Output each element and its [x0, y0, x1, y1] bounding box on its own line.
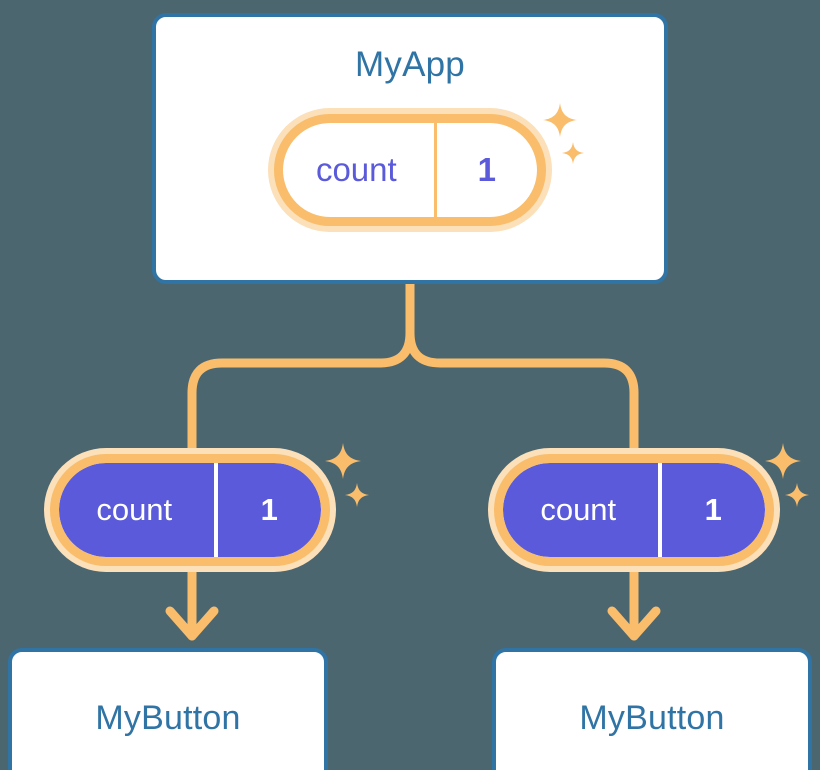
state-key-label: count — [59, 463, 218, 557]
sparkle-icon — [785, 483, 809, 507]
sparkle-icon — [325, 443, 361, 479]
state-pill-ring: count 1 — [50, 454, 330, 566]
state-pill-child-left[interactable]: count 1 — [44, 448, 336, 572]
state-key-label: count — [503, 463, 662, 557]
state-pill-body: count 1 — [503, 463, 765, 557]
component-card-mybutton-left[interactable]: MyButton — [8, 648, 328, 770]
component-title-mybutton: MyButton — [95, 699, 241, 737]
wire-root-to-left — [187, 279, 415, 457]
state-pill-ring: count 1 — [274, 114, 546, 226]
state-value-label: 1 — [260, 492, 278, 527]
state-key-label: count — [283, 123, 437, 217]
state-pill-body: count 1 — [283, 123, 537, 217]
sparkle-icon — [345, 483, 369, 507]
sparkle-icon — [765, 443, 801, 479]
component-title-mybutton: MyButton — [579, 699, 725, 737]
state-value-label: 1 — [477, 151, 496, 188]
component-title-myapp: MyApp — [355, 45, 465, 84]
state-pill-ring: count 1 — [494, 454, 774, 566]
state-value-label: 1 — [704, 492, 722, 527]
arrow-down-icon-left — [165, 606, 219, 641]
component-card-mybutton-right[interactable]: MyButton — [492, 648, 812, 770]
wire-root-to-right — [405, 279, 639, 457]
state-pill-myapp[interactable]: count 1 — [268, 108, 552, 232]
state-pill-body: count 1 — [59, 463, 321, 557]
arrow-down-icon-right — [607, 606, 661, 641]
state-pill-child-right[interactable]: count 1 — [488, 448, 780, 572]
